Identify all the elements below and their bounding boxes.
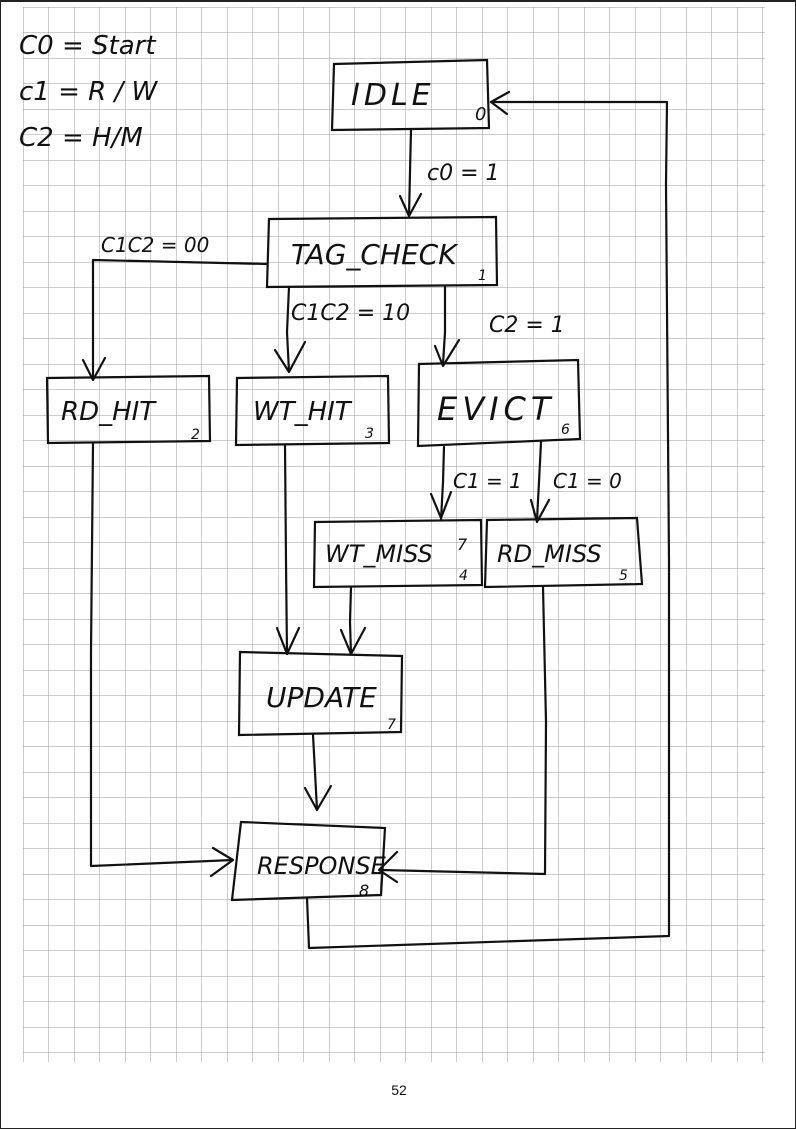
legend-c1: c1 = R / W: [19, 77, 159, 107]
state-idle-label: IDLE: [351, 78, 435, 113]
state-response: RESPONSE 8: [230, 820, 387, 902]
state-idle: IDLE 0: [330, 58, 491, 132]
state-wt-miss-box: [312, 518, 484, 589]
transition-rd-hit-to-response: [89, 441, 235, 878]
state-tag-check-number: 1: [478, 268, 487, 284]
state-evict-label: EVICT: [437, 390, 555, 428]
state-response-label: RESPONSE: [257, 852, 387, 880]
legend-c0: C0 = Start: [19, 31, 156, 61]
state-rd-hit-box: [45, 374, 212, 445]
state-wt-miss-number: 7: [457, 535, 468, 554]
state-evict: EVICT 6: [416, 358, 582, 448]
page-number: 52: [391, 1082, 407, 1098]
transition-label-tag-to-evict: C2 = 1: [489, 313, 565, 338]
grid-paper: [23, 7, 765, 1062]
state-wt-hit-number: 3: [365, 426, 374, 442]
state-rd-miss-label: RD_MISS: [497, 540, 602, 568]
state-rd-miss: RD_MISS 5: [483, 516, 644, 589]
transition-idle-to-tag: c0 = 1: [398, 128, 500, 218]
state-evict-number: 6: [561, 422, 570, 438]
state-wt-miss-number-alt: 4: [459, 568, 468, 584]
state-tag-check-label: TAG_CHECK: [291, 238, 459, 271]
transition-label-tag-to-rd-hit: C1C2 = 00: [101, 233, 209, 257]
transition-tag-to-wt-hit: C1C2 = 10: [273, 285, 410, 374]
state-wt-miss: WT_MISS 7 4: [312, 518, 484, 589]
state-rd-hit: RD_HIT 2: [45, 374, 212, 445]
transition-wt-miss-to-update: [339, 585, 367, 656]
transition-tag-to-rd-hit: C1C2 = 00: [81, 233, 269, 382]
state-rd-hit-label: RD_HIT: [61, 397, 157, 427]
state-update-label: UPDATE: [266, 681, 377, 714]
state-evict-box: [416, 358, 582, 448]
legend: C0 = Start c1 = R / W C2 = H/M: [19, 31, 159, 153]
state-update: UPDATE 7: [237, 650, 404, 737]
transition-wt-hit-to-update: [275, 443, 301, 656]
transition-rd-miss-to-response: [377, 585, 548, 884]
state-rd-hit-number: 2: [191, 427, 200, 443]
transition-update-to-response: [303, 733, 333, 812]
state-response-number: 8: [359, 881, 369, 900]
transition-label-evict-to-rd-miss: C1 = 0: [553, 469, 622, 493]
transition-tag-to-evict: C2 = 1: [433, 285, 565, 368]
state-wt-hit-label: WT_HIT: [253, 397, 353, 427]
state-rd-miss-box: [483, 516, 644, 589]
transition-label-evict-to-wt-miss: C1 = 1: [453, 469, 522, 493]
state-wt-miss-label: WT_MISS: [325, 540, 433, 568]
state-wt-hit: WT_HIT 3: [234, 374, 391, 447]
state-idle-number: 0: [475, 104, 486, 125]
state-update-box: [237, 650, 404, 737]
state-idle-box: [330, 58, 491, 132]
state-rd-miss-number: 5: [619, 568, 628, 584]
legend-c2: C2 = H/M: [19, 123, 143, 153]
transition-response-to-idle: [305, 90, 671, 950]
state-update-number: 7: [387, 717, 396, 733]
transition-evict-to-wt-miss: C1 = 1: [429, 445, 522, 522]
transition-evict-to-rd-miss: C1 = 0: [529, 440, 622, 524]
transition-label-tag-to-wt-hit: C1C2 = 10: [291, 301, 410, 326]
state-wt-hit-box: [234, 374, 391, 447]
state-response-box: [230, 820, 387, 902]
transition-label-idle-to-tag: c0 = 1: [427, 161, 500, 186]
